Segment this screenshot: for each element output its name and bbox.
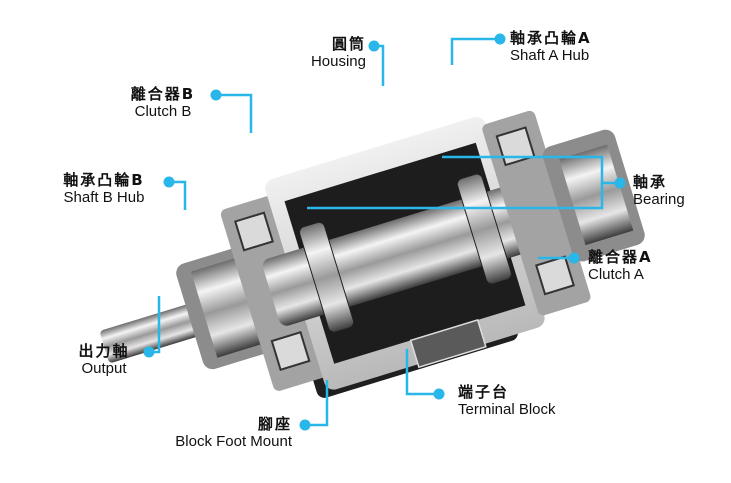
label-clutch-a: 離合器A Clutch A <box>588 248 653 284</box>
label-clutch-b-zh: 離合器B <box>130 85 196 103</box>
label-block-foot-mount-en: Block Foot Mount <box>175 433 292 451</box>
label-shaft-a-hub: 軸承凸輪A Shaft A Hub <box>510 29 592 65</box>
label-bearing: 軸承 Bearing <box>633 173 685 209</box>
label-clutch-b-en: Clutch B <box>134 103 192 121</box>
label-terminal-block: 端子台 Terminal Block <box>458 383 556 419</box>
label-shaft-b-hub-en: Shaft B Hub <box>63 189 145 207</box>
label-housing-zh: 圓筒 <box>331 35 366 53</box>
label-output-en: Output <box>81 360 127 378</box>
label-clutch-b: 離合器B Clutch B <box>118 85 208 121</box>
label-housing-en: Housing <box>310 53 366 71</box>
label-terminal-block-zh: 端子台 <box>458 383 510 401</box>
label-terminal-block-en: Terminal Block <box>458 401 556 419</box>
label-shaft-b-hub: 軸承凸輪B Shaft B Hub <box>48 171 160 207</box>
label-output: 出力軸 Output <box>70 342 138 378</box>
label-bearing-en: Bearing <box>633 191 685 209</box>
label-block-foot-mount-zh: 腳座 <box>257 415 292 433</box>
label-shaft-a-hub-en: Shaft A Hub <box>510 47 590 65</box>
label-clutch-a-zh: 離合器A <box>588 248 653 266</box>
label-clutch-a-en: Clutch A <box>588 266 644 284</box>
label-shaft-b-hub-zh: 軸承凸輪B <box>63 171 145 189</box>
label-output-zh: 出力軸 <box>78 342 130 360</box>
label-bearing-zh: 軸承 <box>633 173 668 191</box>
label-housing: 圓筒 Housing <box>270 35 366 71</box>
label-block-foot-mount: 腳座 Block Foot Mount <box>140 415 292 451</box>
label-shaft-a-hub-zh: 軸承凸輪A <box>510 29 592 47</box>
